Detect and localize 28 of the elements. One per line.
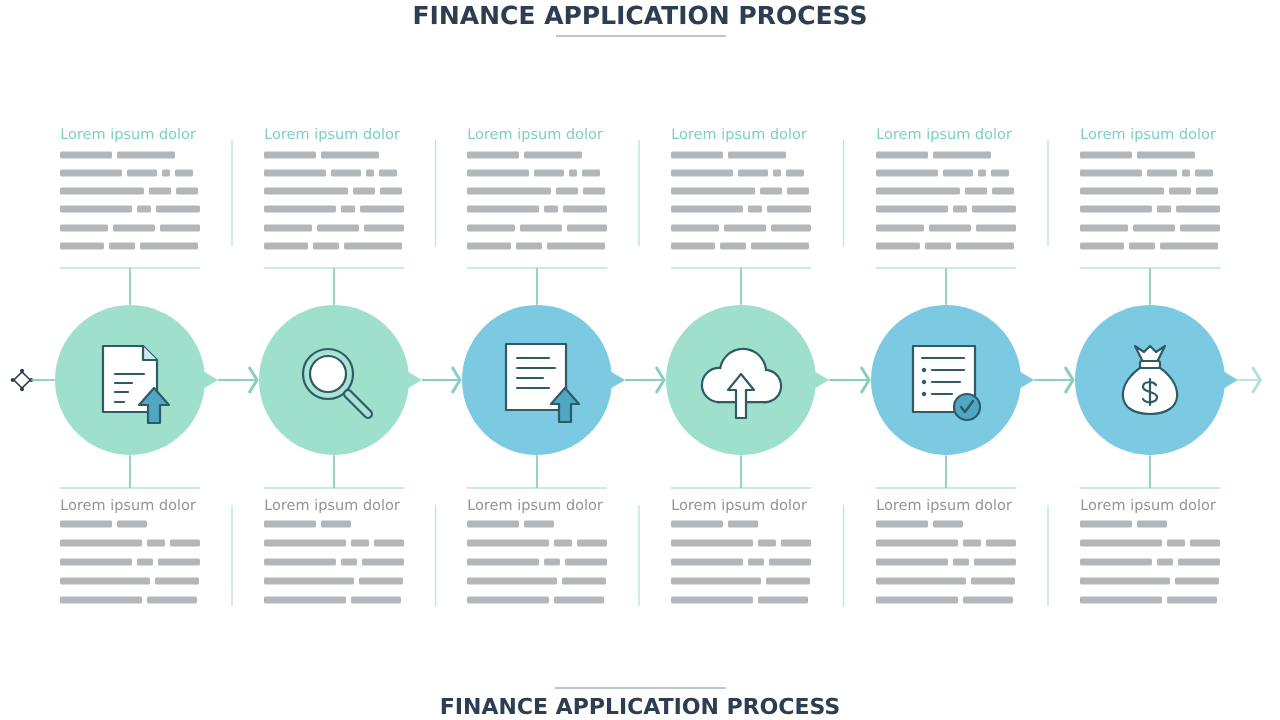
connector-line bbox=[1149, 454, 1151, 489]
connector-line bbox=[333, 454, 335, 489]
connector-line bbox=[945, 454, 947, 489]
step-heading: Lorem ipsum dolor bbox=[468, 127, 603, 142]
step-heading: Lorem ipsum dolor bbox=[61, 498, 196, 513]
step-heading: Lorem ipsum dolor bbox=[877, 127, 1012, 142]
step-heading: Lorem ipsum dolor bbox=[61, 127, 196, 142]
step-heading: Lorem ipsum dolor bbox=[265, 127, 400, 142]
connector-line bbox=[129, 454, 131, 489]
connector-line bbox=[945, 267, 947, 306]
connector-line bbox=[333, 267, 335, 306]
step-heading: Lorem ipsum dolor bbox=[877, 498, 1012, 513]
step-heading: Lorem ipsum dolor bbox=[672, 127, 807, 142]
step-heading: Lorem ipsum dolor bbox=[1081, 127, 1216, 142]
repeated-title: FINANCE APPLICATION PROCESS bbox=[441, 697, 839, 715]
connector-line bbox=[536, 454, 538, 489]
connector-line bbox=[536, 267, 538, 306]
connector-line bbox=[740, 454, 742, 489]
connector-line bbox=[30, 379, 56, 381]
connector-line bbox=[740, 267, 742, 306]
step-heading: Lorem ipsum dolor bbox=[1081, 498, 1216, 513]
title: FINANCE APPLICATION PROCESS bbox=[414, 5, 866, 25]
step-heading: Lorem ipsum dolor bbox=[672, 498, 807, 513]
step-heading: Lorem ipsum dolor bbox=[468, 498, 603, 513]
step-heading: Lorem ipsum dolor bbox=[265, 498, 400, 513]
connector-line bbox=[129, 267, 131, 306]
diamond-marker bbox=[10, 368, 34, 392]
connector-line bbox=[1149, 267, 1151, 306]
